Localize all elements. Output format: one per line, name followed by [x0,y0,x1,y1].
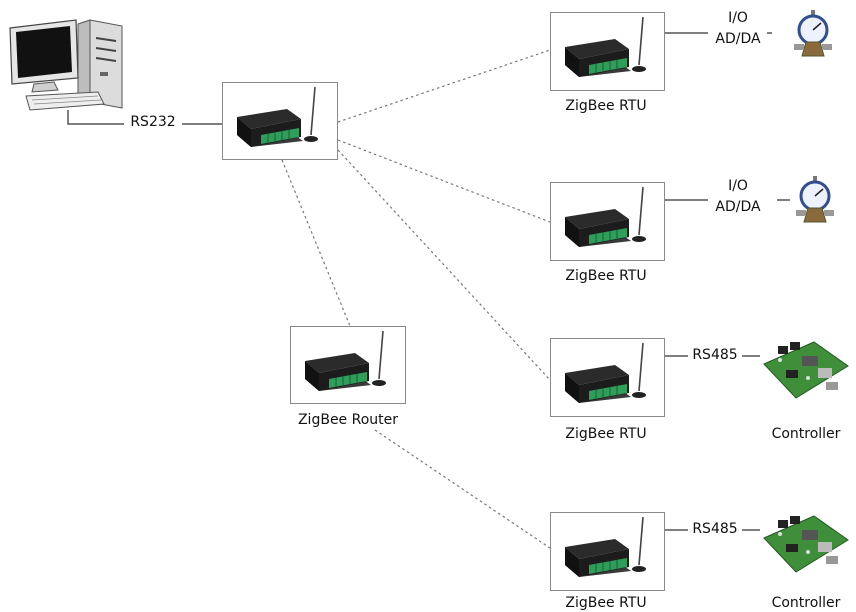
zigbee-rtu-box-4 [550,512,665,591]
io-label-2-line1: I/O [728,178,748,194]
rs232-label: RS232 [130,114,176,130]
zigbee-rtu-label-1: ZigBee RTU [565,98,647,114]
zigbee-module-icon [565,186,646,247]
io-label-1-line2: AD/DA [715,31,761,47]
rs485-label-2: RS485 [692,521,738,537]
zigbee-module-icon [237,86,318,147]
controller-board-icon [763,341,849,399]
computer-icon [9,19,123,111]
pressure-gauge-icon [796,176,834,223]
wired-link-pc-rs232-left [67,110,124,125]
wireless-link-coord-rtu1 [337,49,551,123]
zigbee-rtu-box-1 [550,12,665,91]
zigbee-rtu-label-2: ZigBee RTU [565,268,647,284]
controller-label-1: Controller [771,426,841,442]
zigbee-coordinator-box [222,82,338,160]
wireless-link-coord-rtu3 [337,149,551,381]
zigbee-router-box [290,326,406,404]
zigbee-module-icon [565,16,646,77]
zigbee-rtu-box-3 [550,338,665,417]
zigbee-rtu-label-3: ZigBee RTU [565,426,647,442]
zigbee-module-icon [565,516,646,577]
wireless-link-coord-rtu2 [337,139,551,223]
wireless-link-coord-router [281,159,351,327]
zigbee-module-icon [305,330,386,391]
zigbee-module-icon [565,342,646,403]
io-label-1-line1: I/O [728,10,748,26]
zigbee-rtu-label-4: ZigBee RTU [565,595,647,611]
controller-label-2: Controller [771,595,841,611]
zigbee-rtu-box-2 [550,182,665,261]
pressure-gauge-icon [794,10,832,57]
io-label-1: I/O AD/DA [708,8,768,50]
io-label-2-line2: AD/DA [715,199,761,215]
zigbee-router-label: ZigBee Router [297,412,399,428]
controller-board-icon [763,515,849,573]
rs485-label-1: RS485 [692,347,738,363]
wireless-link-router-rtu4 [374,429,551,549]
io-label-2: I/O AD/DA [708,176,768,218]
